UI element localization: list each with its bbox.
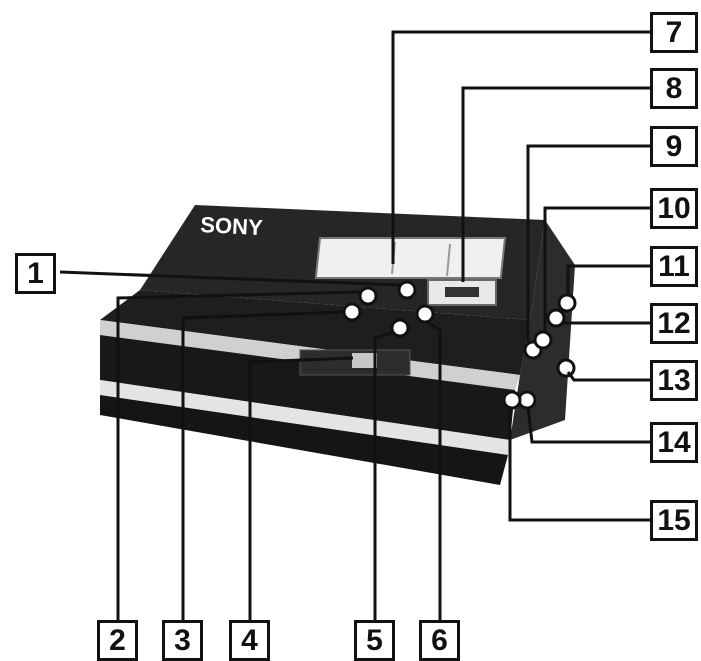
jack-circle bbox=[546, 308, 566, 328]
callout-10: 10 bbox=[650, 188, 698, 229]
leader-line-13 bbox=[566, 371, 650, 382]
chrome-band bbox=[100, 380, 510, 455]
eject-button bbox=[352, 353, 377, 368]
callout-9: 9 bbox=[650, 126, 698, 167]
leader-line-14 bbox=[526, 407, 650, 444]
jack-circle bbox=[502, 390, 522, 410]
leader-line-2 bbox=[116, 290, 361, 621]
brand-logo: SONY bbox=[200, 212, 264, 240]
knob-circle bbox=[415, 304, 435, 324]
leader-line-5 bbox=[373, 330, 395, 621]
callout-1: 1 bbox=[15, 253, 56, 294]
callout-15: 15 bbox=[650, 500, 698, 541]
callout-6: 6 bbox=[419, 620, 460, 661]
callout-13: 13 bbox=[650, 360, 698, 401]
leader-line-15 bbox=[508, 408, 650, 522]
callout-4: 4 bbox=[229, 620, 270, 661]
leader-line-6 bbox=[426, 320, 442, 621]
callout-3: 3 bbox=[162, 620, 203, 661]
leader-line-11 bbox=[566, 264, 650, 295]
leader-line-9 bbox=[526, 144, 650, 342]
jack-circle bbox=[533, 330, 553, 350]
leader-line-1 bbox=[59, 270, 401, 287]
leader-line-4 bbox=[248, 356, 354, 621]
callout-8: 8 bbox=[650, 68, 698, 109]
leader-line-7 bbox=[391, 30, 650, 264]
knob-circle bbox=[358, 286, 378, 306]
knob-circle bbox=[397, 280, 417, 300]
jack-circle bbox=[557, 293, 577, 313]
leader-line-10 bbox=[543, 206, 650, 332]
leader-line-3 bbox=[181, 310, 346, 621]
deck-lower-front bbox=[100, 335, 515, 440]
leader-line-8 bbox=[461, 86, 650, 282]
deck-base bbox=[100, 395, 508, 485]
counter-digits bbox=[445, 287, 479, 297]
deck-side-face bbox=[510, 220, 575, 440]
callout-2: 2 bbox=[97, 620, 138, 661]
knob-circle bbox=[390, 318, 410, 338]
leader-lines bbox=[59, 30, 650, 621]
callout-11: 11 bbox=[650, 246, 698, 287]
callout-12: 12 bbox=[650, 303, 698, 344]
jack-circle bbox=[556, 358, 576, 378]
callout-7: 7 bbox=[650, 12, 698, 53]
knob-circle bbox=[342, 302, 362, 322]
display-window bbox=[314, 237, 507, 279]
callout-14: 14 bbox=[650, 422, 698, 463]
callout-5: 5 bbox=[354, 620, 395, 661]
display-divider bbox=[446, 243, 451, 277]
deck-front-panel bbox=[100, 290, 530, 375]
